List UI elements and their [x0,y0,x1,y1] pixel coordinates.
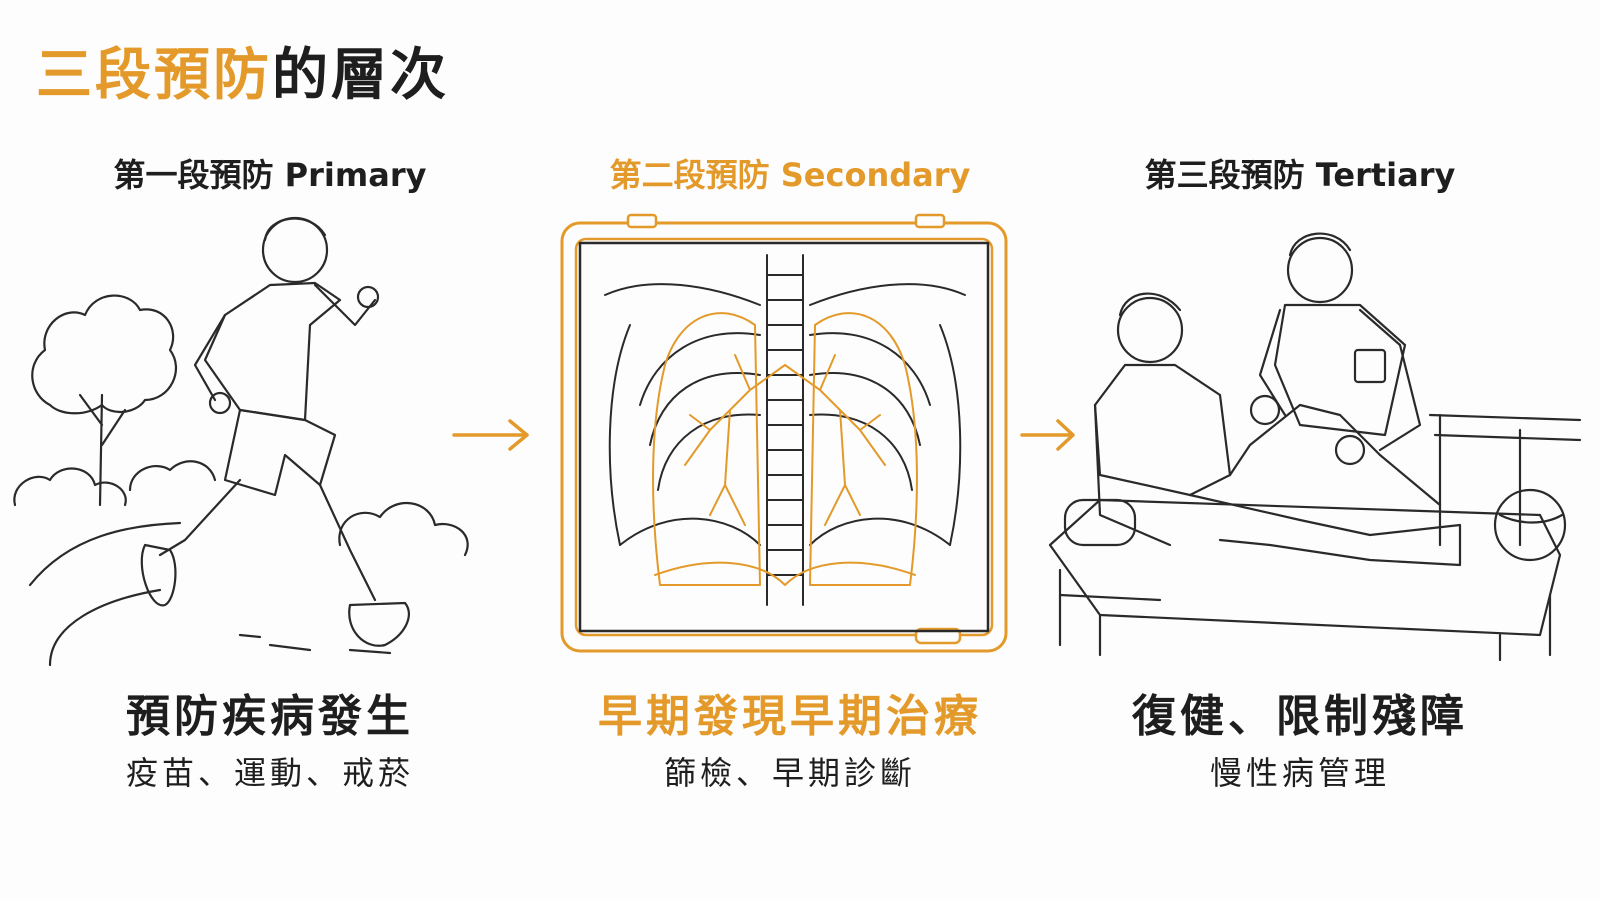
tertiary-heading: 第三段預防 Tertiary [1144,156,1456,194]
secondary-sub: 篩檢、早期診斷 [663,754,916,792]
primary-heading: 第一段預防 Primary [113,156,427,194]
physiotherapy-illustration [1048,232,1582,662]
title-accent: 三段預防 [36,43,272,108]
chest-xray-illustration [560,213,1008,653]
arrow-right-icon-2 [1020,419,1075,451]
arrow-right-icon [452,419,529,451]
primary-main: 預防疾病發生 [126,691,414,742]
primary-sub: 疫苗、運動、戒菸 [125,754,414,792]
tertiary-main: 復健、限制殘障 [1132,691,1468,742]
secondary-heading: 第二段預防 Secondary [609,156,971,194]
runner-illustration [13,216,469,667]
page-title: 三段預防的層次 [36,30,449,111]
title-rest: 的層次 [272,43,449,108]
secondary-main: 早期發現早期治療 [598,691,982,742]
tertiary-sub: 慢性病管理 [1209,754,1390,792]
